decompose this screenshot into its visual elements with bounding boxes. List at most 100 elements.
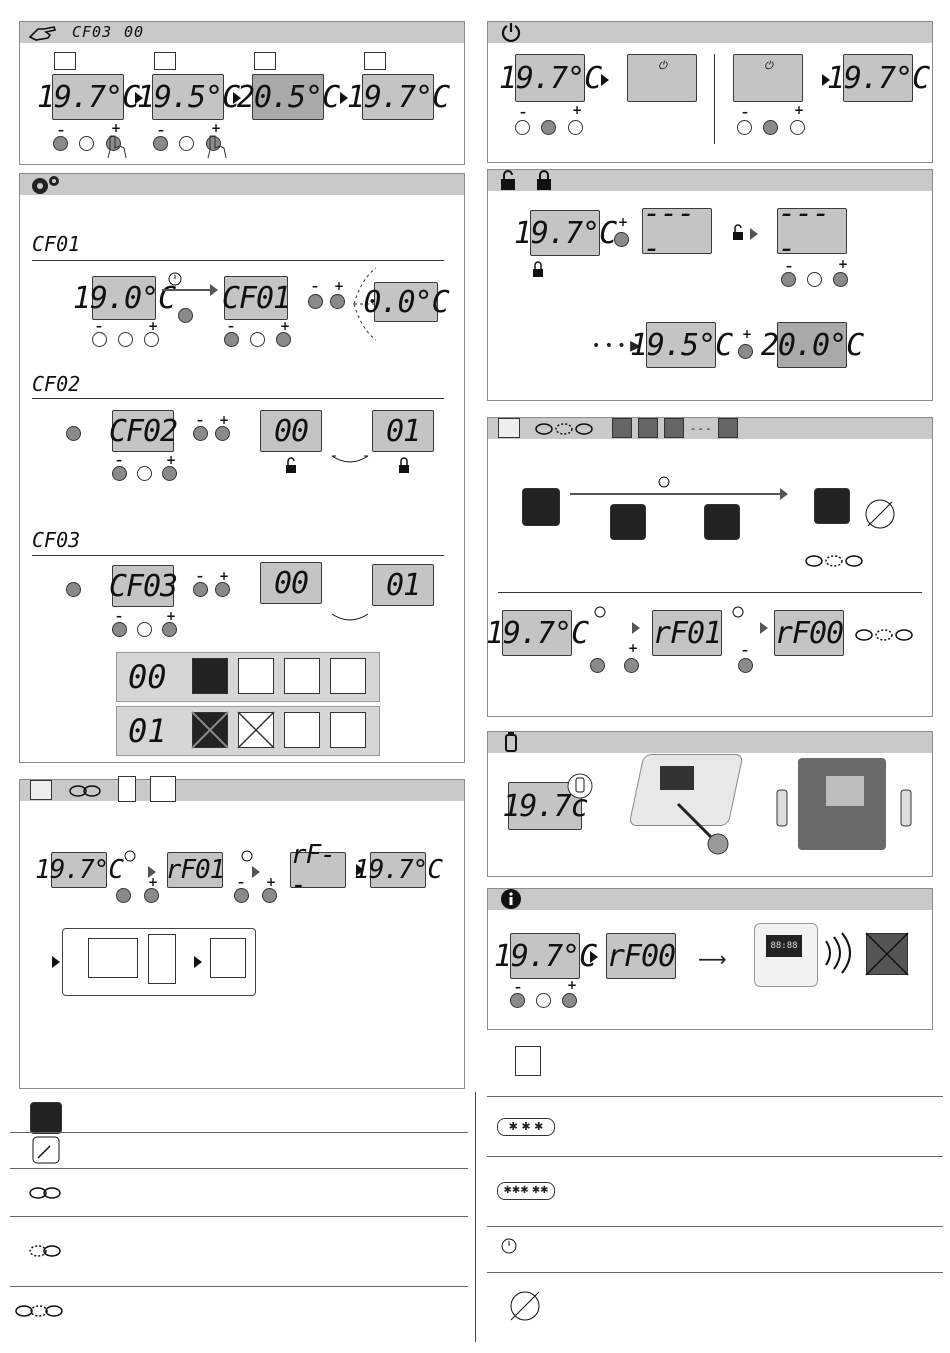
power-button[interactable] <box>763 120 778 135</box>
clock-icon <box>594 606 606 618</box>
lcd-screen: 19.5°C <box>137 74 240 120</box>
minus-button[interactable] <box>510 993 525 1008</box>
arrow-icon <box>194 956 202 968</box>
mode-button[interactable] <box>137 622 152 637</box>
plus-button[interactable] <box>568 120 583 135</box>
lcd-screen: 19.7°C <box>486 610 589 656</box>
legend-divider <box>10 1132 468 1133</box>
plus-button[interactable] <box>276 332 291 347</box>
plus-button[interactable] <box>144 332 159 347</box>
minus-button[interactable] <box>116 888 131 903</box>
plus-button[interactable] <box>215 426 230 441</box>
minus-button[interactable] <box>738 658 753 673</box>
battery-icon <box>505 732 517 752</box>
heater-icon <box>515 1046 541 1076</box>
cf02-heading: CF02 <box>32 372 81 396</box>
minus-sign: – <box>197 569 203 583</box>
mode-button[interactable] <box>807 272 822 287</box>
minus-button[interactable] <box>193 582 208 597</box>
header-code: CF03 <box>72 23 113 41</box>
lcd-screen: CF01 <box>222 276 291 320</box>
legend-divider <box>10 1216 468 1217</box>
wireless-remote-icon <box>522 488 560 526</box>
minus-button[interactable] <box>234 888 249 903</box>
plus-button[interactable] <box>144 888 159 903</box>
panel-lock: 19.7°C + ---- ---- – + • • • ▶ 19.5°C + … <box>487 169 933 401</box>
cycle-arrows-icon <box>353 267 377 341</box>
legend-separator <box>475 1092 476 1342</box>
plus-button[interactable] <box>614 232 629 247</box>
mode-button[interactable] <box>118 332 133 347</box>
power-button[interactable] <box>541 120 556 135</box>
mode-button[interactable] <box>79 136 94 151</box>
mode-button[interactable] <box>66 582 81 597</box>
plus-button[interactable] <box>215 582 230 597</box>
lcd-screen: CF03 <box>109 565 178 607</box>
minus-sign: – <box>197 413 203 427</box>
lock-icon <box>537 170 551 190</box>
arrow-icon <box>135 92 143 104</box>
arrow-icon <box>760 622 768 634</box>
clock-icon <box>732 606 744 618</box>
arrow-icon <box>340 92 348 104</box>
minus-button[interactable] <box>224 332 239 347</box>
cf01-heading: CF01 <box>32 232 81 256</box>
swap-arrow-icon <box>331 455 369 463</box>
minus-sign: – <box>96 319 102 333</box>
mode-button[interactable] <box>179 136 194 151</box>
wireless-remote-icon <box>192 658 228 694</box>
minus-sign: – <box>158 123 164 137</box>
minus-button[interactable] <box>737 120 752 135</box>
power-icon <box>501 23 521 43</box>
panel-header <box>20 776 464 802</box>
minus-button[interactable] <box>53 136 68 151</box>
lcd-screen: rF01 <box>652 610 722 656</box>
plus-button[interactable] <box>162 466 177 481</box>
plus-sign: + <box>266 875 277 889</box>
plus-button[interactable] <box>738 344 753 359</box>
minus-sign: – <box>228 319 234 333</box>
minus-button[interactable] <box>112 622 127 637</box>
plus-sign: + <box>280 319 291 333</box>
mode-button[interactable] <box>137 466 152 481</box>
plus-sign: + <box>567 978 578 992</box>
link-icon <box>29 1187 61 1199</box>
divider <box>714 54 715 144</box>
clock-icon <box>124 850 136 862</box>
legend-divider <box>10 1168 468 1169</box>
minus-button[interactable] <box>112 466 127 481</box>
mode-button[interactable] <box>66 426 81 441</box>
panel-header <box>488 732 932 753</box>
minus-button[interactable] <box>92 332 107 347</box>
cross-icon <box>191 711 229 749</box>
battery-icon <box>900 789 912 827</box>
minus-button[interactable] <box>308 294 323 309</box>
plus-button[interactable] <box>562 993 577 1008</box>
panel-header <box>488 889 932 910</box>
plus-button[interactable] <box>162 622 177 637</box>
plus-button[interactable] <box>833 272 848 287</box>
legend-divider <box>487 1226 943 1227</box>
ellipsis-arrow: • • • ▶ <box>592 338 641 354</box>
plus-sign: + <box>628 641 639 655</box>
lcd-screen: 19.7°C <box>354 852 443 888</box>
minus-button[interactable] <box>153 136 168 151</box>
plus-button[interactable] <box>330 294 345 309</box>
minus-button[interactable] <box>781 272 796 287</box>
arrow-icon <box>822 74 830 86</box>
link-icon <box>69 785 101 797</box>
minus-button[interactable] <box>193 426 208 441</box>
minus-sign: – <box>520 105 526 119</box>
blink-fast-icon: ✱✱✱ ✱✱ <box>497 1182 555 1200</box>
mode-button[interactable] <box>178 308 193 323</box>
minus-button[interactable] <box>515 120 530 135</box>
panel-set-temperature: CF03 00 19.7°C 19.5°C 20.5°C 19.7°C – + … <box>19 21 465 165</box>
mode-button[interactable] <box>250 332 265 347</box>
plus-sign: + <box>838 257 849 271</box>
plus-sign: + <box>166 453 177 467</box>
mode-button[interactable] <box>536 993 551 1008</box>
minus-button[interactable] <box>590 658 605 673</box>
plus-button[interactable] <box>790 120 805 135</box>
plus-button[interactable] <box>624 658 639 673</box>
plus-button[interactable] <box>262 888 277 903</box>
